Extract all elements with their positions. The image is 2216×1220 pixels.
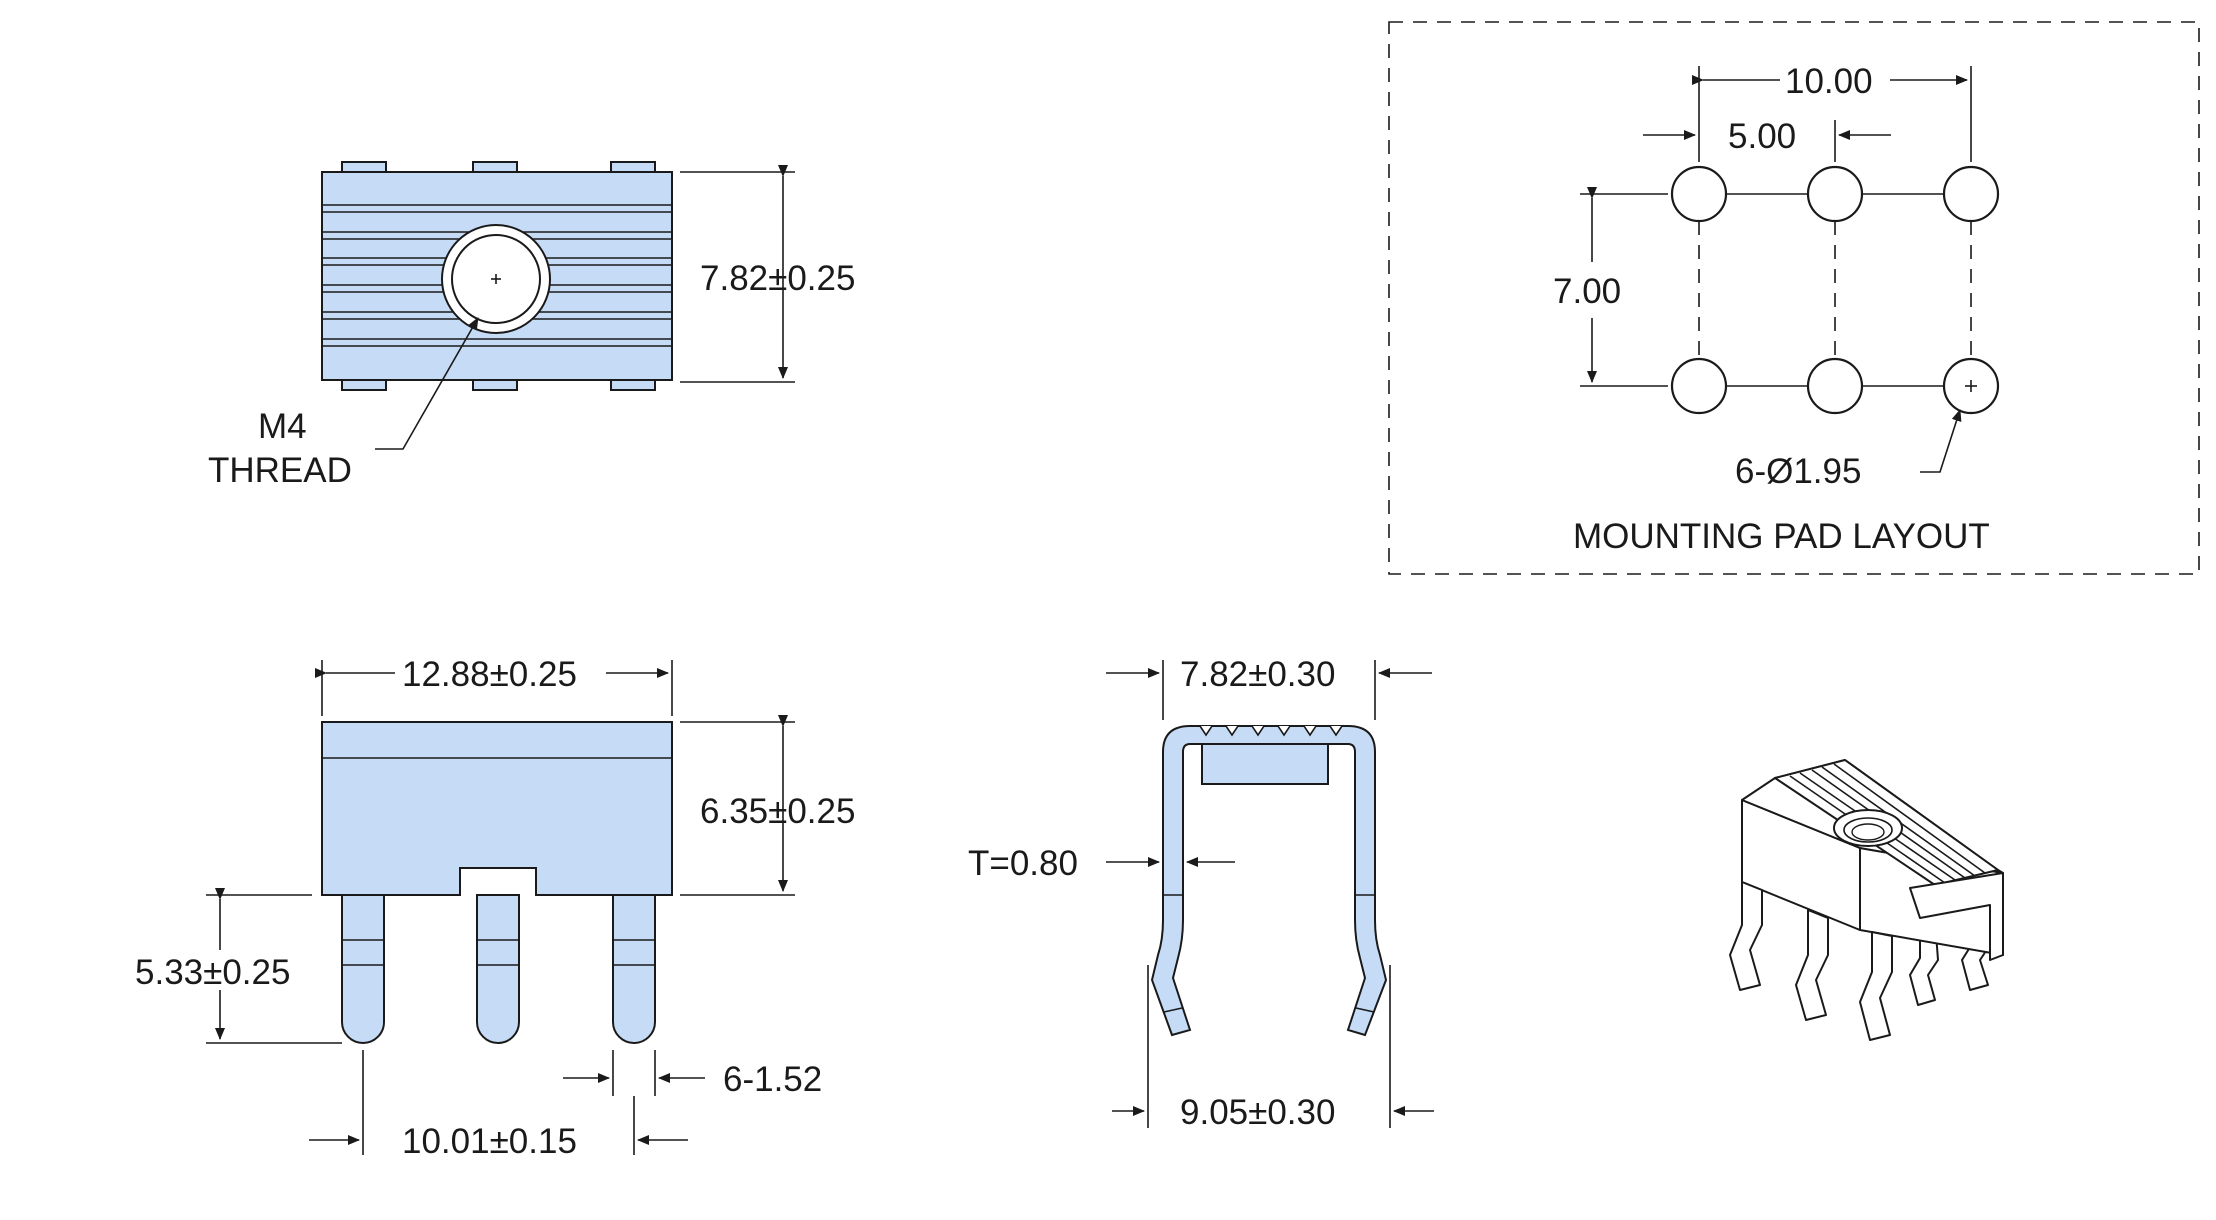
top-tab <box>610 161 656 173</box>
side-view: 7.82±0.30 T=0.80 9.05±0.30 <box>968 655 1434 1132</box>
pad-pitch-dim: 5.00 <box>1728 117 1796 156</box>
isometric-view <box>1729 759 2004 1041</box>
front-pin-width-dim: 6-1.52 <box>723 1060 822 1099</box>
iso-leg <box>1795 909 1829 1021</box>
pad-hole <box>1806 357 1864 415</box>
pad-hole <box>1670 357 1728 415</box>
side-nut-block <box>1201 743 1329 785</box>
pad-hole <box>1670 165 1728 223</box>
side-top-width-dim: 7.82±0.30 <box>1180 655 1335 694</box>
iso-leg <box>1729 881 1763 991</box>
front-body-height-dim: 6.35±0.25 <box>700 792 855 831</box>
top-view-height-dim: 7.82±0.25 <box>700 259 855 298</box>
front-view-body <box>321 721 673 896</box>
thread-label-line1: M4 <box>258 407 307 446</box>
front-pin <box>612 894 656 1044</box>
bottom-tab <box>610 379 656 391</box>
side-bottom-width-dim: 9.05±0.30 <box>1180 1093 1335 1132</box>
side-serration <box>1199 725 1343 737</box>
mounting-pad-layout: 10.00 5.00 7.00 6-Ø1.95 MOUNTING PAD LAY… <box>1388 21 2200 575</box>
top-tab <box>472 161 518 173</box>
side-thickness-dim: T=0.80 <box>968 844 1078 883</box>
pad-pitch-total-dim: 10.00 <box>1785 62 1873 101</box>
top-view: 7.82±0.25 M4 THREAD <box>208 161 855 490</box>
pad-hole <box>1942 165 2000 223</box>
pad-hole-callout: 6-Ø1.95 <box>1735 452 1861 491</box>
front-pin-length-dim: 5.33±0.25 <box>135 953 290 992</box>
bottom-tab <box>472 379 518 391</box>
bottom-tab <box>341 379 387 391</box>
pad-row-spacing-dim: 7.00 <box>1553 272 1621 311</box>
pad-hole <box>1806 165 1864 223</box>
thread-label-line2: THREAD <box>208 451 352 490</box>
front-pin <box>341 894 385 1044</box>
front-pin <box>476 894 520 1044</box>
front-view: 12.88±0.25 6.35±0.25 5.33±0.25 6-1.52 10… <box>135 655 855 1161</box>
iso-leg <box>1859 931 1893 1041</box>
pad-layout-frame <box>1388 21 2200 575</box>
pad-layout-title: MOUNTING PAD LAYOUT <box>1573 517 1990 556</box>
top-tab <box>341 161 387 173</box>
front-pin-span-dim: 10.01±0.15 <box>402 1122 577 1161</box>
side-profile <box>1150 725 1388 1037</box>
front-width-dim: 12.88±0.25 <box>402 655 577 694</box>
